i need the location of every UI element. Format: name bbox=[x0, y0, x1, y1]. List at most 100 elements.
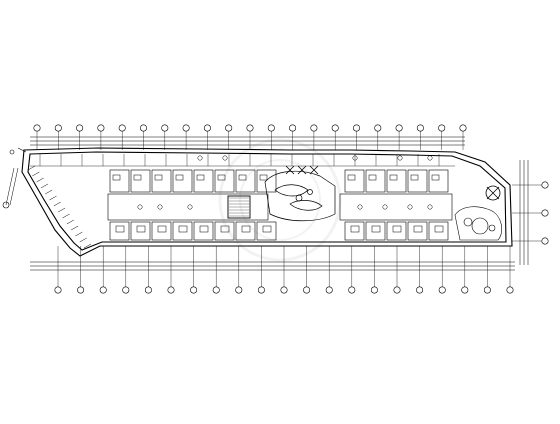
axis-grid-bubbles bbox=[33, 124, 549, 294]
axis-bubble-top bbox=[331, 124, 339, 132]
seat-symbol bbox=[197, 155, 203, 161]
axis-bubble-bottom bbox=[416, 286, 424, 294]
desk-symbol bbox=[175, 174, 184, 181]
building-outline bbox=[21, 147, 513, 257]
stair-core bbox=[227, 195, 251, 219]
axis-bubble-top bbox=[416, 124, 424, 132]
axis-bubble-bottom bbox=[438, 286, 446, 294]
right-lounge-area bbox=[454, 206, 503, 241]
room-upper-left bbox=[193, 169, 214, 193]
seat-symbol bbox=[407, 204, 413, 210]
axis-bubble-bottom bbox=[167, 286, 175, 294]
desk-symbol bbox=[431, 174, 440, 181]
hatch-line bbox=[70, 225, 79, 231]
room-lower-left bbox=[151, 221, 172, 241]
hatch-line bbox=[40, 183, 49, 189]
axis-bubble-top bbox=[33, 124, 41, 132]
axis-bubble-bottom bbox=[212, 286, 220, 294]
desk-symbol bbox=[259, 174, 268, 181]
room-upper-left bbox=[214, 169, 235, 193]
axis-bubble-top bbox=[97, 124, 105, 132]
hatch-line bbox=[66, 219, 74, 225]
desk-symbol bbox=[136, 225, 146, 233]
hatch-line bbox=[49, 195, 57, 201]
axis-bubble-bottom bbox=[506, 286, 514, 294]
room-lower-left bbox=[172, 221, 193, 241]
axis-bubble-right bbox=[541, 181, 549, 189]
desk-symbol bbox=[196, 174, 205, 181]
room-upper-left bbox=[256, 169, 277, 193]
desk-symbol bbox=[238, 174, 247, 181]
central-lounge bbox=[264, 170, 336, 222]
hatch-line bbox=[45, 189, 53, 195]
room-lower-left bbox=[193, 221, 214, 241]
hatch-line bbox=[27, 165, 36, 171]
desk-symbol bbox=[199, 225, 209, 233]
hatch-line bbox=[75, 231, 83, 237]
room-lower-left bbox=[214, 221, 235, 241]
room-lower-left bbox=[130, 221, 151, 241]
axis-bubble-top bbox=[118, 124, 126, 132]
room-upper-left bbox=[235, 169, 256, 193]
axis-bubble-bottom bbox=[280, 286, 288, 294]
axis-bubble-top bbox=[54, 124, 62, 132]
desk-symbol bbox=[389, 174, 398, 181]
desk-symbol bbox=[157, 225, 167, 233]
room-upper-left bbox=[172, 169, 193, 193]
desk-symbol bbox=[371, 225, 381, 233]
axis-bubble-bottom bbox=[190, 286, 198, 294]
axis-bubble-bottom bbox=[144, 286, 152, 294]
seat-symbol bbox=[352, 155, 358, 161]
section-markers bbox=[2, 147, 27, 209]
room-upper-left bbox=[130, 169, 151, 193]
seat-symbol bbox=[157, 204, 163, 210]
desk-symbol bbox=[115, 225, 125, 233]
axis-bubble-top bbox=[459, 124, 467, 132]
room-upper-right bbox=[386, 169, 407, 193]
axis-bubble-top bbox=[374, 124, 382, 132]
axis-bubble-right bbox=[541, 209, 549, 217]
axis-bubble-bottom bbox=[54, 286, 62, 294]
seat-symbol bbox=[382, 204, 388, 210]
axis-bubble-bottom bbox=[99, 286, 107, 294]
axis-bubble-top bbox=[161, 124, 169, 132]
desk-symbol bbox=[217, 174, 226, 181]
axis-bubble-bottom bbox=[77, 286, 85, 294]
axis-bubble-bottom bbox=[461, 286, 469, 294]
left-wall-hatch bbox=[27, 165, 92, 249]
axis-bubble-top bbox=[76, 124, 84, 132]
room-upper-left bbox=[109, 169, 130, 193]
bottom-dimension-lines bbox=[30, 261, 515, 271]
axis-bubble-bottom bbox=[122, 286, 130, 294]
axis-bubble-bottom bbox=[370, 286, 378, 294]
room-lower-left bbox=[256, 221, 277, 241]
hatch-line bbox=[83, 243, 92, 249]
axis-bubble-top bbox=[289, 124, 297, 132]
desk-symbol bbox=[368, 174, 377, 181]
axis-bubble-top bbox=[352, 124, 360, 132]
axis-bubble-top bbox=[310, 124, 318, 132]
desk-symbol bbox=[413, 225, 423, 233]
left-dimension-lines bbox=[5, 167, 19, 206]
room-lower-left bbox=[235, 221, 256, 241]
axis-bubble-top bbox=[438, 124, 446, 132]
axis-bubble-bottom bbox=[325, 286, 333, 294]
axis-bubble-bottom bbox=[257, 286, 265, 294]
room-upper-right bbox=[407, 169, 428, 193]
room-lower-right bbox=[428, 221, 449, 241]
seat-symbol bbox=[137, 204, 143, 210]
desk-symbol bbox=[262, 225, 272, 233]
seat-symbol bbox=[187, 204, 193, 210]
seat-symbol bbox=[397, 155, 403, 161]
seat-symbol bbox=[427, 155, 433, 161]
axis-bubble-top bbox=[182, 124, 190, 132]
room-upper-right bbox=[428, 169, 449, 193]
hatch-line bbox=[62, 213, 70, 219]
axis-bubble-top bbox=[246, 124, 254, 132]
desk-symbol bbox=[350, 225, 360, 233]
seat-symbol bbox=[427, 204, 433, 210]
room-lower-right bbox=[344, 221, 365, 241]
axis-bubble-bottom bbox=[393, 286, 401, 294]
